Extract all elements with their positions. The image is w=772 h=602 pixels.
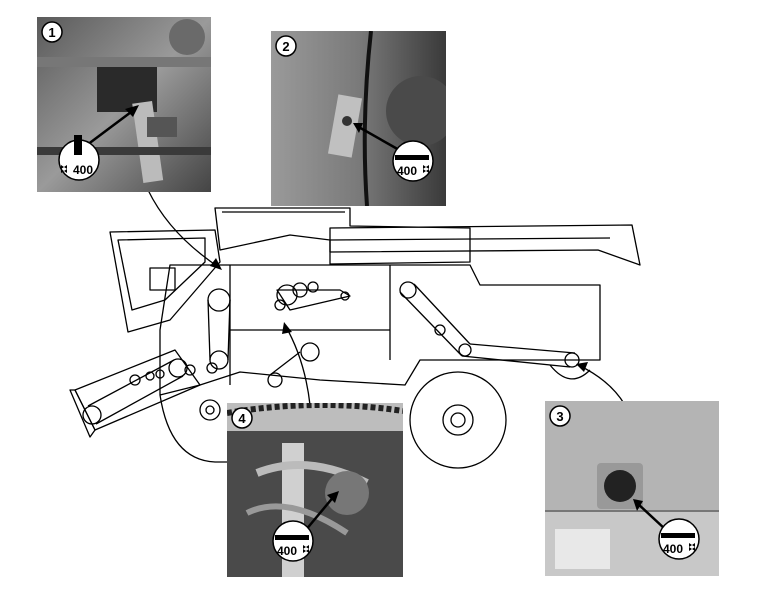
front-wheel [159, 394, 240, 463]
lubrication-badge: 400 [58, 135, 100, 181]
hourglass-icon [303, 545, 309, 553]
service-hours: 400 [73, 163, 93, 177]
callout-number: 1 [48, 25, 55, 40]
callout-number: 4 [238, 411, 246, 426]
cleaning-belt-drive [274, 281, 351, 311]
photo-4: 4 400 [227, 403, 403, 577]
hourglass-icon [689, 543, 695, 551]
leader-arrow-icon [210, 258, 222, 270]
leader-line-3 [577, 364, 626, 406]
service-hours: 400 [277, 544, 297, 558]
grease-gun-icon [74, 135, 82, 155]
leader-line-1 [147, 189, 221, 269]
rear-wheel [409, 371, 507, 469]
leader-arrow-icon [282, 322, 292, 334]
callout-number: 2 [282, 39, 289, 54]
photo-3: 3 400 [545, 401, 719, 576]
vertical-belt-drive [207, 288, 231, 370]
service-hours: 400 [663, 542, 683, 556]
lubrication-badge: 400 [392, 140, 434, 182]
grease-gun-icon [395, 155, 429, 160]
callout-number: 3 [556, 409, 563, 424]
service-hours: 400 [397, 164, 417, 178]
photo-1: 1 400 [37, 17, 211, 192]
unloading-auger [329, 224, 641, 266]
lubrication-badge: 400 [658, 518, 700, 560]
grain-tank [214, 207, 471, 265]
lower-pulleys [267, 342, 320, 388]
photo-2: 2 400 [271, 31, 446, 206]
hourglass-icon [423, 165, 429, 173]
right-belt-drive [399, 281, 580, 368]
operator-cab [109, 229, 221, 333]
hourglass-icon [61, 165, 67, 173]
lubrication-badge: 400 [272, 520, 314, 562]
feeder-belt-drive [82, 358, 218, 425]
leader-arrow-icon [576, 362, 588, 372]
leader-line-4 [284, 324, 311, 406]
grease-gun-icon [275, 535, 309, 540]
grease-gun-icon [661, 533, 695, 538]
